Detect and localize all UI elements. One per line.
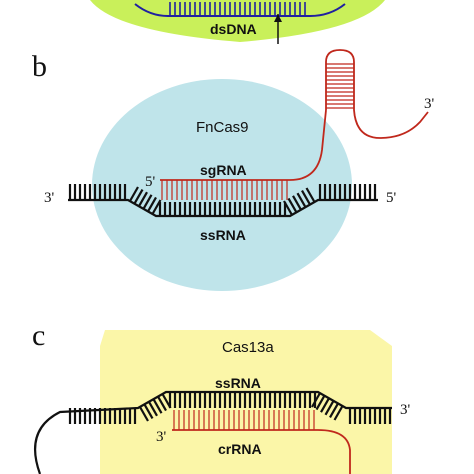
panel-b-hairpin-3prime: 3' <box>424 96 435 112</box>
panel-c-target-tick <box>311 392 321 408</box>
panel-a-dsdna-label: dsDNA <box>210 21 257 37</box>
panel-c-crrna-label: crRNA <box>218 441 262 457</box>
panel-c-target-tick <box>315 395 326 411</box>
panel-b-target-tick <box>287 197 298 213</box>
panel-c-target-tick <box>152 398 163 414</box>
panel-b-target-strand <box>68 198 378 218</box>
panel-b-sgrna-strand <box>160 109 327 181</box>
panel-c-target-tick <box>157 396 167 412</box>
panel-c-target-tick <box>324 400 335 416</box>
panel-b-target-tick <box>133 189 144 205</box>
panel-b-target-ticks <box>68 184 377 216</box>
panel-c-target-tick <box>139 406 149 422</box>
panel-b-sgrna-label: sgRNA <box>200 162 247 178</box>
panel-b-target-tick <box>301 190 311 206</box>
panel-b-right-end: 5' <box>386 190 397 206</box>
panel-b-guide-5prime: 5' <box>145 174 156 190</box>
panel-b-target-tick <box>296 192 307 208</box>
panel-a-protein-blob <box>90 0 385 42</box>
panel-c-target-tick <box>148 401 158 417</box>
panel-b-target-tick <box>292 195 302 211</box>
panel-c-letter: c <box>32 319 45 352</box>
panel-a: dsDNA <box>90 0 385 44</box>
panel-c-target-tick <box>333 405 344 421</box>
cleavage-arrow-icon <box>274 14 282 44</box>
fncas9-label: FnCas9 <box>196 119 249 136</box>
panel-c-guide-3prime: 3' <box>156 429 167 445</box>
panel-b: b FnCas9 sgRNA ssRNA 3' 5' 5' 3' <box>32 49 435 291</box>
panel-b-left-end: 3' <box>44 190 55 206</box>
panel-b-ssrna-label: ssRNA <box>200 227 246 243</box>
panel-a-strand-ticks <box>169 2 306 16</box>
panel-a-strand <box>134 3 346 17</box>
panel-c-crrna-strand <box>172 429 351 474</box>
panel-c-target-tick <box>329 402 339 418</box>
panel-b-target-tick <box>147 196 157 212</box>
panel-c-target-tick <box>143 403 154 419</box>
panel-b-hairpin <box>325 49 429 139</box>
panel-c-right-end: 3' <box>400 402 411 418</box>
panel-c-target-strand <box>34 390 392 474</box>
panel-b-target-tick <box>305 187 316 203</box>
panel-c: c Cas13a ssRNA crRNA 3' 3' <box>32 319 411 474</box>
panel-b-target-tick <box>142 194 153 210</box>
panel-b-guide-ticks <box>161 180 288 200</box>
panel-b-hairpin-ticks <box>326 63 354 109</box>
panel-b-letter: b <box>32 50 47 83</box>
panel-c-ssrna-label: ssRNA <box>215 375 261 391</box>
cas13a-label: Cas13a <box>222 339 274 356</box>
panel-c-guide-ticks <box>173 410 315 430</box>
panel-b-target-tick <box>129 186 139 202</box>
panel-b-target-tick <box>138 191 148 207</box>
panel-c-target-tick <box>320 397 330 413</box>
